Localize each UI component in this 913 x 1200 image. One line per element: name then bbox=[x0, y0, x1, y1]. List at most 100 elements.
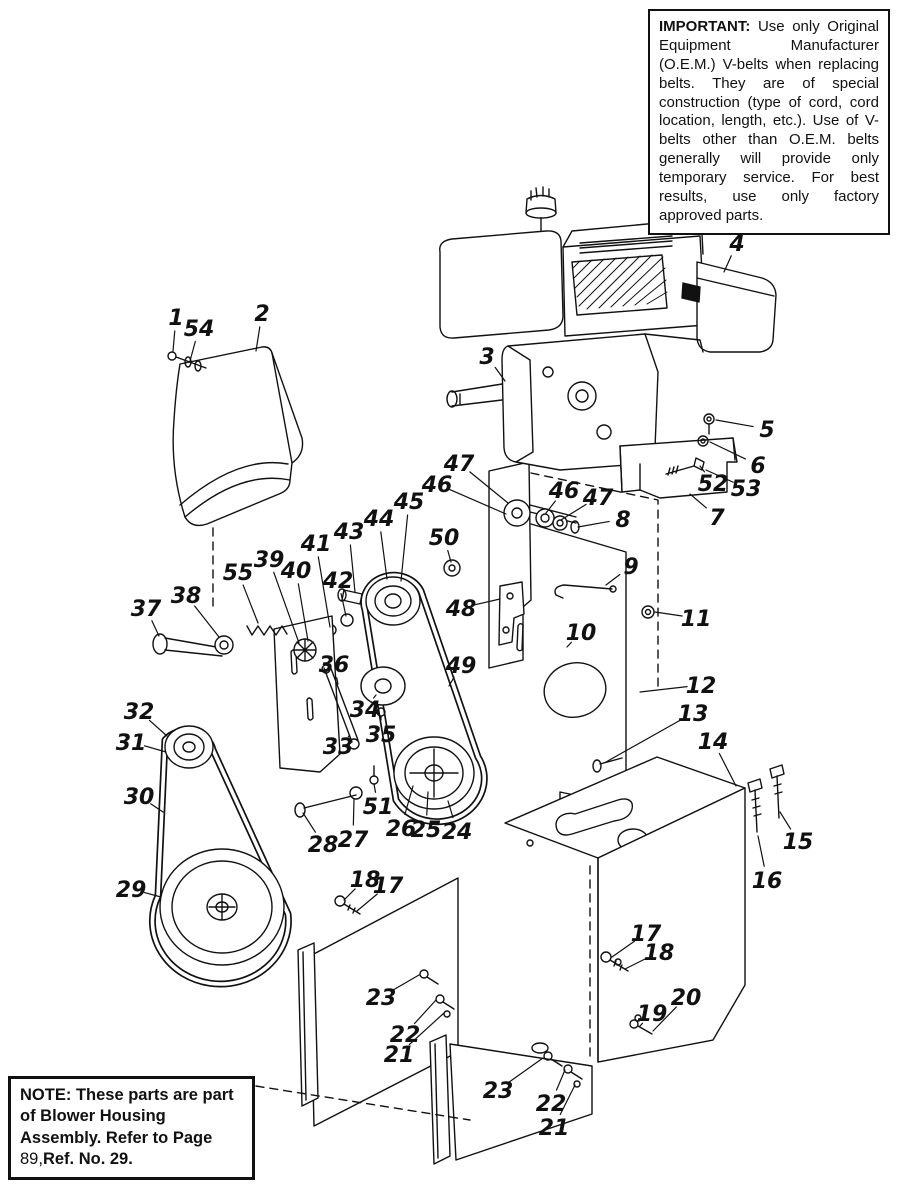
fuel-cap-knurl bbox=[530, 186, 550, 201]
callout-leader-31 bbox=[143, 745, 167, 753]
callout-leader-46 bbox=[545, 500, 556, 514]
double-pulley-31 bbox=[173, 733, 205, 761]
part-number-41: 41 bbox=[300, 532, 332, 557]
tray-slot bbox=[555, 798, 634, 836]
fuel-cap bbox=[525, 207, 557, 219]
part-number-23: 23 bbox=[483, 1079, 514, 1104]
panel-hole-b bbox=[634, 1014, 642, 1022]
housing-bottom-panel bbox=[449, 1043, 593, 1161]
nut-11 bbox=[641, 605, 655, 619]
bolt-43 bbox=[341, 589, 363, 605]
bolt-13-head bbox=[592, 759, 602, 773]
part-number-2: 2 bbox=[254, 302, 269, 327]
part-number-50: 50 bbox=[429, 526, 460, 551]
drive-pulley-29-key bbox=[208, 893, 236, 921]
part-number-28: 28 bbox=[308, 833, 339, 858]
washer-38 bbox=[214, 635, 234, 655]
screw-23-right-shank bbox=[550, 1058, 563, 1067]
callout-leader-29 bbox=[143, 892, 162, 898]
part-number-6: 6 bbox=[750, 454, 765, 479]
frame-hidden-edge bbox=[530, 472, 659, 693]
fasteners-group bbox=[334, 764, 785, 1088]
important-notice-box: IMPORTANT: Use only Original Equipment M… bbox=[648, 9, 890, 235]
nut-11-hole bbox=[644, 608, 652, 616]
nut-21-right bbox=[573, 1080, 581, 1088]
bolt-5-center bbox=[706, 416, 712, 422]
callout-leader-23 bbox=[508, 1057, 544, 1083]
part-number-37: 37 bbox=[131, 597, 162, 622]
part-number-23: 23 bbox=[366, 986, 397, 1011]
callout-leader-8 bbox=[577, 520, 610, 528]
note-box: NOTE: These parts are part of Blower Hou… bbox=[8, 1076, 255, 1180]
callout-leader-46 bbox=[449, 488, 507, 515]
part-number-21: 21 bbox=[384, 1043, 415, 1068]
callout-leader-26 bbox=[404, 785, 414, 816]
callout-leader-42 bbox=[340, 593, 347, 617]
bolt-52-head bbox=[693, 457, 705, 471]
callout-leader-55 bbox=[242, 584, 259, 624]
part-number-40: 40 bbox=[280, 559, 312, 584]
callout-leader-17 bbox=[611, 940, 636, 958]
crankshaft bbox=[451, 383, 503, 407]
part-number-33: 33 bbox=[323, 735, 354, 760]
engine-base-edges bbox=[619, 437, 736, 493]
callout-leader-47 bbox=[469, 471, 509, 504]
part-number-7: 7 bbox=[709, 506, 725, 531]
pulley-44 bbox=[365, 576, 421, 626]
bolt-37-head bbox=[152, 633, 168, 655]
idler-pulley-34 bbox=[360, 666, 406, 706]
part-number-46: 46 bbox=[421, 473, 453, 498]
pulley-44-hub bbox=[384, 593, 402, 609]
callout-leader-16 bbox=[757, 835, 765, 867]
bolt-5 bbox=[703, 413, 715, 425]
part-number-29: 29 bbox=[116, 878, 147, 903]
callout-leader-43 bbox=[349, 544, 356, 593]
pulley-24-spokes bbox=[409, 748, 459, 798]
part-number-3: 3 bbox=[479, 345, 494, 370]
callout-leader-34 bbox=[373, 694, 377, 699]
part-number-32: 32 bbox=[124, 700, 155, 725]
channel-strip-center bbox=[429, 1034, 451, 1165]
housing-group bbox=[255, 756, 746, 1165]
crank-boss bbox=[567, 381, 597, 411]
nut-21-left bbox=[443, 1010, 451, 1018]
callout-leader-41 bbox=[317, 556, 331, 628]
note-ref: Ref. No. 29. bbox=[42, 1150, 133, 1169]
callout-leader-11 bbox=[654, 611, 683, 617]
bolt-52-shank bbox=[665, 465, 695, 476]
part-number-11: 11 bbox=[681, 607, 712, 632]
screw-22-right bbox=[563, 1064, 573, 1074]
callout-leader-7 bbox=[689, 493, 707, 509]
note-body: These parts are part of Blower Housing A… bbox=[20, 1086, 234, 1147]
cover-seam bbox=[696, 277, 775, 297]
frame-hole bbox=[543, 662, 607, 718]
washer-50-hole bbox=[448, 564, 456, 572]
screw-17-right bbox=[600, 951, 612, 963]
part-number-9: 9 bbox=[623, 555, 638, 580]
bearing-46 bbox=[535, 508, 555, 528]
bolt-43-head bbox=[337, 588, 347, 602]
part-number-49: 49 bbox=[445, 654, 477, 679]
v-belt-49-groove bbox=[361, 573, 487, 824]
chute-body bbox=[172, 346, 304, 527]
callout-leader-49 bbox=[448, 676, 455, 687]
callout-leader-48 bbox=[474, 598, 501, 606]
pulley-25 bbox=[404, 746, 464, 800]
callout-leader-40 bbox=[297, 583, 309, 642]
crankcase-edge bbox=[507, 345, 534, 463]
screw-22-right-shank bbox=[570, 1071, 583, 1080]
chute-edge bbox=[271, 352, 293, 464]
cover-clip bbox=[681, 282, 701, 303]
callout-leader-44 bbox=[380, 531, 388, 580]
part-number-25: 25 bbox=[411, 818, 442, 843]
washer-47 bbox=[552, 515, 568, 531]
spring-55 bbox=[246, 625, 288, 636]
part-number-4: 4 bbox=[728, 232, 744, 257]
callout-leader-20 bbox=[652, 1006, 677, 1032]
callout-leader-51 bbox=[373, 783, 377, 793]
callout-leader-32 bbox=[148, 719, 168, 737]
part-number-44: 44 bbox=[363, 507, 395, 532]
note-reference-dash bbox=[255, 1085, 471, 1121]
part-number-34: 34 bbox=[350, 698, 381, 723]
